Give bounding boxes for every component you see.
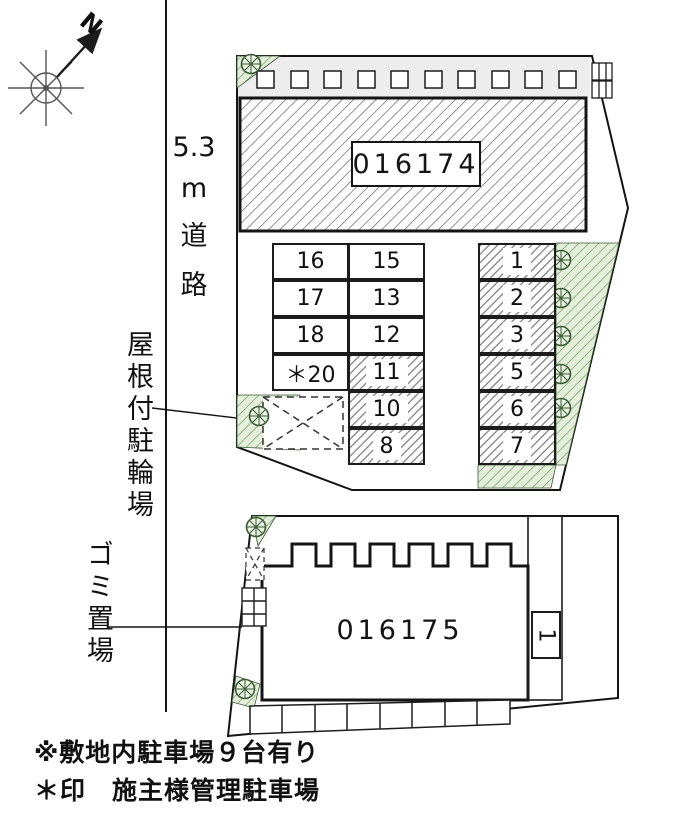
parking-space-15: 15 bbox=[348, 243, 425, 280]
parking-space-label: 1 bbox=[533, 628, 559, 642]
parking-space-label: 18 bbox=[296, 323, 325, 348]
parking-space-13: 13 bbox=[348, 280, 425, 317]
parking-space-3: 3 bbox=[478, 317, 556, 354]
building-016175-label: 016175 bbox=[336, 614, 464, 646]
parking-space-label: 17 bbox=[296, 286, 325, 311]
road-width-label: 5.3 m 道 路 bbox=[172, 132, 216, 302]
parking-space-20: ＊20 bbox=[272, 354, 349, 391]
parking-space-label: 2 bbox=[503, 284, 531, 313]
building-016174 bbox=[238, 96, 588, 233]
garbage-station bbox=[241, 587, 267, 627]
parking-space-label: 10 bbox=[365, 395, 408, 424]
parking-space-label: 15 bbox=[372, 249, 401, 274]
bottom-stall-row bbox=[249, 699, 511, 735]
parking-space-18: 18 bbox=[272, 317, 349, 354]
tree-icon bbox=[245, 516, 267, 538]
tree-icon bbox=[248, 405, 270, 427]
bicycle-parking-label: 屋根付駐輪場 bbox=[122, 330, 153, 522]
note-line-1: ※敷地内駐車場９台有り bbox=[34, 738, 320, 767]
parking-space-label: 12 bbox=[372, 323, 401, 348]
parking-space-6: 6 bbox=[478, 391, 556, 428]
parking-space-8: 8 bbox=[348, 428, 425, 465]
garbage-area-label: ゴミ置場 bbox=[82, 540, 113, 668]
upper-plot bbox=[236, 53, 630, 491]
parking-space-12: 12 bbox=[348, 317, 425, 354]
building-016174-label: 016174 bbox=[351, 141, 481, 187]
parking-space-5: 5 bbox=[478, 354, 556, 391]
parking-space-label: 1 bbox=[503, 247, 531, 276]
parking-space-label: 8 bbox=[372, 432, 401, 461]
north-arrow bbox=[56, 27, 103, 78]
parking-space-label: 6 bbox=[503, 395, 531, 424]
left-strip-cell bbox=[245, 547, 265, 581]
parking-space-label: 11 bbox=[365, 358, 408, 387]
boundary-marker-row bbox=[256, 70, 577, 89]
parking-space-label: 7 bbox=[503, 432, 531, 461]
lower-plot bbox=[226, 515, 619, 738]
parking-space-2: 2 bbox=[478, 280, 556, 317]
parking-space-17: 17 bbox=[272, 280, 349, 317]
side-parking-strip bbox=[527, 515, 563, 701]
road-label-segment: m bbox=[180, 173, 208, 204]
parking-space-label: 13 bbox=[372, 286, 401, 311]
parking-space-1: 1 bbox=[478, 243, 556, 280]
parking-space-10: 10 bbox=[348, 391, 425, 428]
parking-space-11: 11 bbox=[348, 354, 425, 391]
parking-space-label: 16 bbox=[296, 249, 325, 274]
utility-meter-box bbox=[591, 62, 613, 99]
building-016175 bbox=[260, 542, 530, 702]
compass-rose bbox=[8, 27, 103, 126]
road-label-segment: 路 bbox=[180, 270, 208, 301]
covered-bicycle-parking bbox=[262, 396, 344, 450]
note-line-2: ＊印 施主様管理駐車場 bbox=[34, 776, 321, 805]
parking-space-label: ＊20 bbox=[285, 362, 336, 388]
road-label-segment: 5.3 bbox=[172, 132, 216, 163]
road-label-segment: 道 bbox=[180, 221, 208, 252]
parking-space-7: 7 bbox=[478, 428, 556, 465]
tree-icon bbox=[240, 53, 262, 75]
north-label: N bbox=[74, 7, 107, 41]
parking-space-label: 5 bbox=[503, 358, 531, 387]
parking-space-label: 3 bbox=[503, 321, 531, 350]
lower-plot-boundary bbox=[226, 515, 619, 738]
parking-space-16: 16 bbox=[272, 243, 349, 280]
lower-parking-space-1: 1 bbox=[531, 611, 561, 659]
tree-icon bbox=[234, 678, 256, 700]
